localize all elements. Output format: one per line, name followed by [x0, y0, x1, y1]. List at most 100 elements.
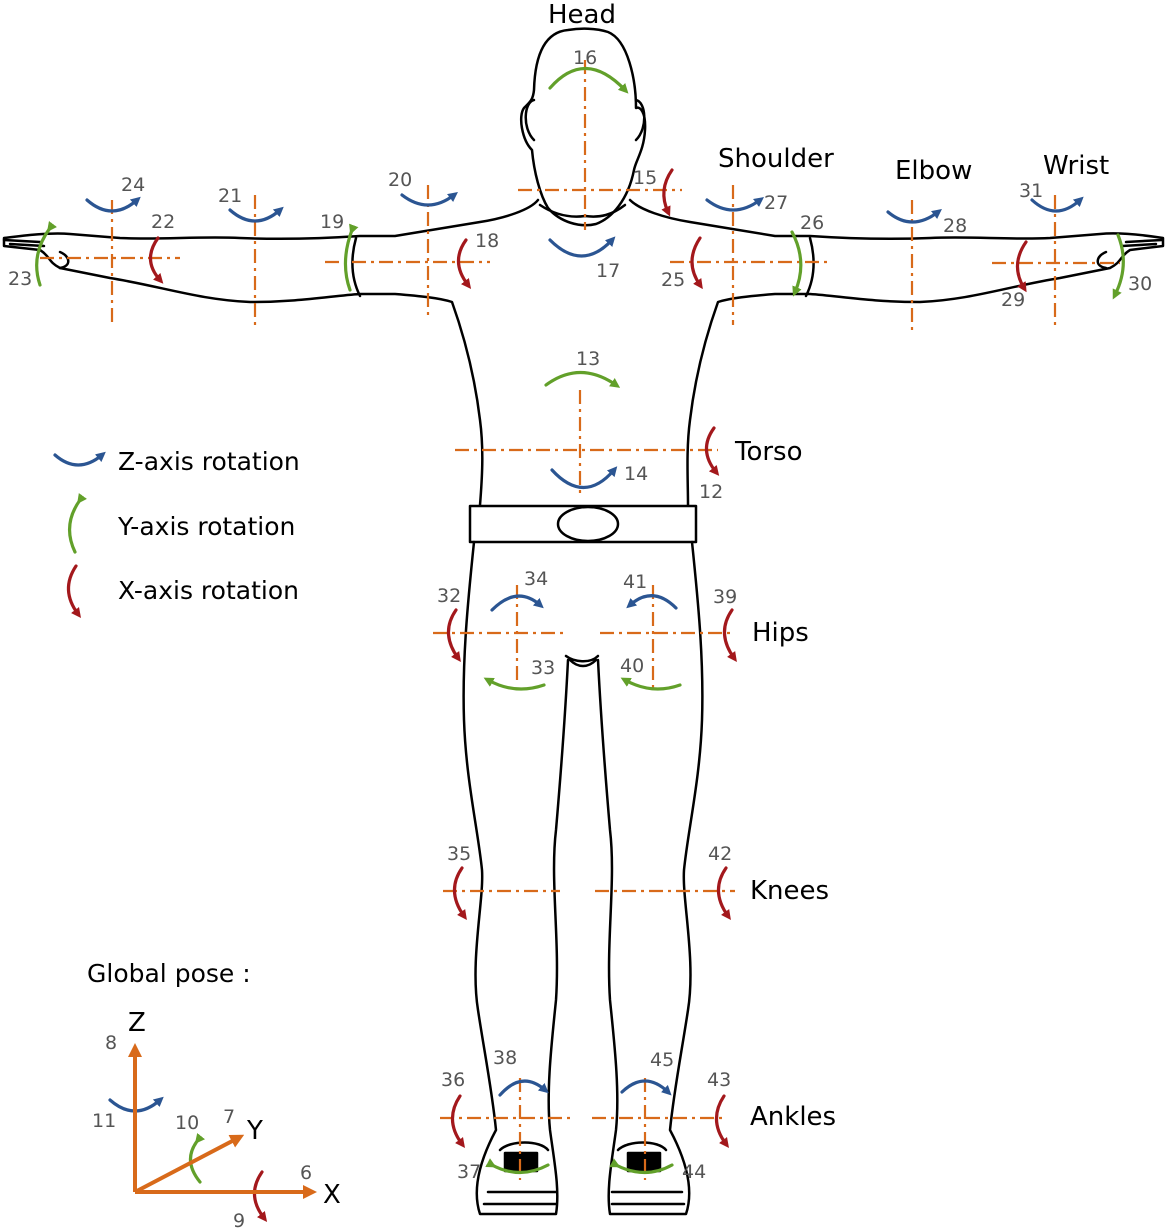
y-rotation-arrow	[35, 221, 57, 287]
joint-number: 17	[596, 260, 621, 282]
z-rotation-arrow	[886, 208, 942, 224]
joint-number: 23	[8, 268, 33, 290]
joint-number: 14	[624, 463, 649, 485]
z-rotation-arrow	[1030, 196, 1084, 213]
global-z-label: Z	[128, 1008, 146, 1038]
y-rotation-arrow	[544, 371, 621, 388]
joint-number: 42	[708, 843, 733, 865]
joint-number: 22	[151, 211, 176, 233]
legend-y-label: Y-axis rotation	[118, 512, 296, 541]
x-rotation-arrow	[252, 1170, 268, 1222]
joint-number: 24	[121, 174, 146, 196]
global-y-axis	[134, 1134, 245, 1194]
z-rotation-arrow	[498, 1079, 549, 1097]
body-outline	[2, 27, 1165, 1216]
x-rotation-arrow	[714, 1094, 729, 1149]
joint-number: 16	[573, 47, 598, 69]
label-wrist: Wrist	[1043, 151, 1110, 181]
joint-number: 45	[650, 1049, 675, 1071]
rotation-arrows	[35, 66, 1125, 1222]
x-rotation-arrow	[722, 608, 737, 663]
label-hips: Hips	[752, 618, 809, 648]
z-rotation-arrow	[626, 594, 678, 610]
joint-number: 39	[713, 586, 738, 608]
joint-number: 10	[175, 1112, 200, 1134]
legend-x-label: X-axis rotation	[118, 576, 299, 605]
joint-number: 19	[320, 211, 345, 233]
joint-number: 9	[233, 1210, 246, 1232]
x-rotation-arrow	[452, 866, 467, 921]
y-rotation-arrow	[343, 223, 359, 292]
joint-number: 37	[457, 1161, 482, 1183]
joint-number: 32	[437, 585, 462, 607]
y-rotation-arrow	[485, 1158, 550, 1175]
joint-number: 31	[1019, 180, 1044, 202]
y-rotation-arrow	[483, 677, 546, 691]
global-y-label: Y	[247, 1116, 263, 1146]
label-ankles: Ankles	[750, 1102, 837, 1132]
joint-number: 44	[682, 1161, 707, 1183]
label-shoulder: Shoulder	[718, 144, 834, 174]
x-rotation-arrow	[456, 238, 472, 289]
x-rotation-arrow	[446, 608, 461, 663]
label-global-pose: Global pose :	[87, 959, 251, 988]
y-rotation-arrow	[620, 677, 682, 691]
joint-number: 27	[764, 192, 789, 214]
joint-number: 8	[105, 1032, 118, 1054]
joint-number: 25	[661, 269, 686, 291]
z-rotation-arrow	[228, 206, 284, 223]
joint-number: 11	[92, 1110, 117, 1132]
legend-z-arrow	[53, 451, 106, 467]
joint-number: 43	[707, 1069, 732, 1091]
label-knees: Knees	[750, 876, 830, 906]
joint-number: 6	[300, 1162, 313, 1184]
z-rotation-arrow	[550, 466, 618, 490]
z-rotation-arrow	[620, 1079, 672, 1096]
joint-number: 40	[620, 655, 645, 677]
z-rotation-arrow	[705, 197, 765, 212]
joint-number: 12	[699, 481, 724, 503]
joint-number: 34	[524, 568, 549, 590]
z-rotation-arrow	[548, 236, 616, 258]
joint-number: 15	[633, 167, 658, 189]
joint-number: 28	[943, 215, 968, 237]
joint-number: 41	[623, 571, 648, 593]
z-rotation-arrow	[490, 594, 544, 612]
joint-number: 13	[576, 348, 601, 370]
z-rotation-arrow	[85, 196, 141, 213]
joint-number: 20	[388, 169, 413, 191]
joint-axis-lines	[40, 60, 1120, 1180]
z-rotation-arrow	[400, 191, 458, 207]
label-elbow: Elbow	[895, 156, 973, 186]
joint-number: 35	[447, 843, 472, 865]
joint-number: 36	[441, 1069, 466, 1091]
legend-z-label: Z-axis rotation	[118, 447, 300, 476]
joint-number: 21	[218, 185, 243, 207]
x-rotation-arrow	[1015, 240, 1028, 293]
x-rotation-arrow	[450, 1094, 465, 1149]
joint-number: 33	[531, 657, 556, 679]
joint-number: 7	[223, 1106, 236, 1128]
x-rotation-arrow	[716, 866, 731, 921]
x-rotation-arrow	[690, 236, 703, 290]
y-rotation-arrow	[1112, 233, 1125, 300]
x-rotation-arrow	[704, 426, 720, 476]
label-torso: Torso	[735, 437, 803, 467]
global-pose-axes	[128, 1043, 317, 1199]
joint-number: 38	[493, 1047, 518, 1069]
y-rotation-arrow	[790, 230, 803, 297]
joint-number: 29	[1001, 289, 1026, 311]
legend-x-arrow	[66, 564, 81, 619]
joint-number: 26	[800, 212, 825, 234]
y-rotation-arrow	[548, 66, 629, 94]
y-rotation-arrow	[609, 1158, 674, 1175]
global-x-label: X	[323, 1180, 341, 1210]
label-head: Head	[548, 0, 616, 30]
joint-number: 18	[475, 230, 500, 252]
y-rotation-arrow	[188, 1132, 206, 1184]
x-rotation-arrow	[661, 168, 674, 217]
joint-number: 30	[1128, 273, 1153, 295]
x-rotation-arrow	[148, 236, 164, 284]
legend-y-arrow	[68, 493, 87, 554]
